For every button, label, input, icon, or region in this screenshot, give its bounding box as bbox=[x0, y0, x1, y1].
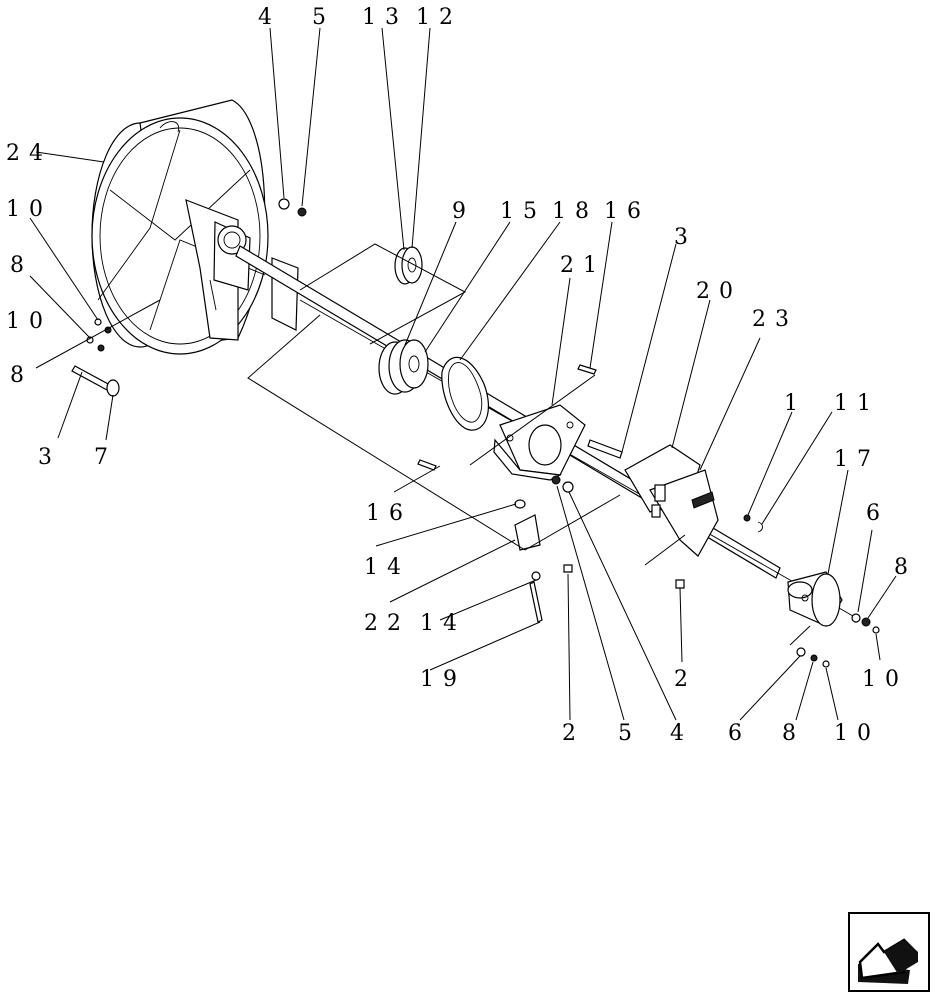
callout-6: 6 bbox=[866, 501, 889, 526]
callout-16: 16 bbox=[604, 199, 650, 224]
callout-8: 8 bbox=[782, 721, 805, 746]
callout-19: 19 bbox=[420, 667, 466, 692]
callout-23: 23 bbox=[752, 307, 798, 332]
callout-8: 8 bbox=[10, 363, 33, 388]
callout-10: 10 bbox=[6, 309, 52, 334]
callout-12: 12 bbox=[416, 5, 462, 30]
callout-21: 21 bbox=[560, 253, 606, 278]
callout-14: 14 bbox=[420, 611, 466, 636]
guard-assembly bbox=[624, 444, 719, 557]
large-pulley bbox=[378, 339, 429, 395]
assembly-paths bbox=[247, 243, 811, 646]
callout-11: 11 bbox=[834, 391, 880, 416]
callout-15: 15 bbox=[500, 199, 546, 224]
v-belt bbox=[441, 356, 489, 431]
fan-housing bbox=[91, 99, 269, 355]
callout-10: 10 bbox=[834, 721, 880, 746]
callout-13: 13 bbox=[362, 5, 408, 30]
callout-10: 10 bbox=[862, 667, 908, 692]
callout-24: 24 bbox=[6, 141, 52, 166]
callout-4: 4 bbox=[670, 721, 693, 746]
callout-20: 20 bbox=[696, 279, 742, 304]
leader-lines bbox=[29, 27, 897, 721]
callout-labels: 4 5 13 12 24 10 8 10 8 3 7 9 15 18 16 3 … bbox=[6, 5, 917, 746]
callout-8: 8 bbox=[894, 555, 917, 580]
callout-5: 5 bbox=[312, 5, 335, 30]
callout-17: 17 bbox=[834, 447, 880, 472]
callout-2: 2 bbox=[674, 667, 697, 692]
callout-22: 22 bbox=[364, 611, 410, 636]
arrow-back-icon[interactable] bbox=[848, 912, 930, 992]
callout-1: 1 bbox=[784, 391, 807, 416]
bearing-housing bbox=[493, 404, 586, 481]
callout-14: 14 bbox=[364, 555, 410, 580]
callout-7: 7 bbox=[94, 445, 117, 470]
callout-18: 18 bbox=[552, 199, 598, 224]
hardware-fasteners bbox=[71, 198, 880, 668]
callout-5: 5 bbox=[618, 721, 641, 746]
callout-3: 3 bbox=[38, 445, 61, 470]
callout-16: 16 bbox=[366, 501, 412, 526]
callout-6: 6 bbox=[728, 721, 751, 746]
small-pulley bbox=[394, 246, 423, 285]
callout-10: 10 bbox=[6, 197, 52, 222]
callout-4: 4 bbox=[258, 5, 281, 30]
callout-9: 9 bbox=[452, 199, 475, 224]
callout-3: 3 bbox=[674, 225, 697, 250]
end-cap bbox=[787, 571, 843, 627]
callout-2: 2 bbox=[562, 721, 585, 746]
callout-8: 8 bbox=[10, 253, 33, 278]
